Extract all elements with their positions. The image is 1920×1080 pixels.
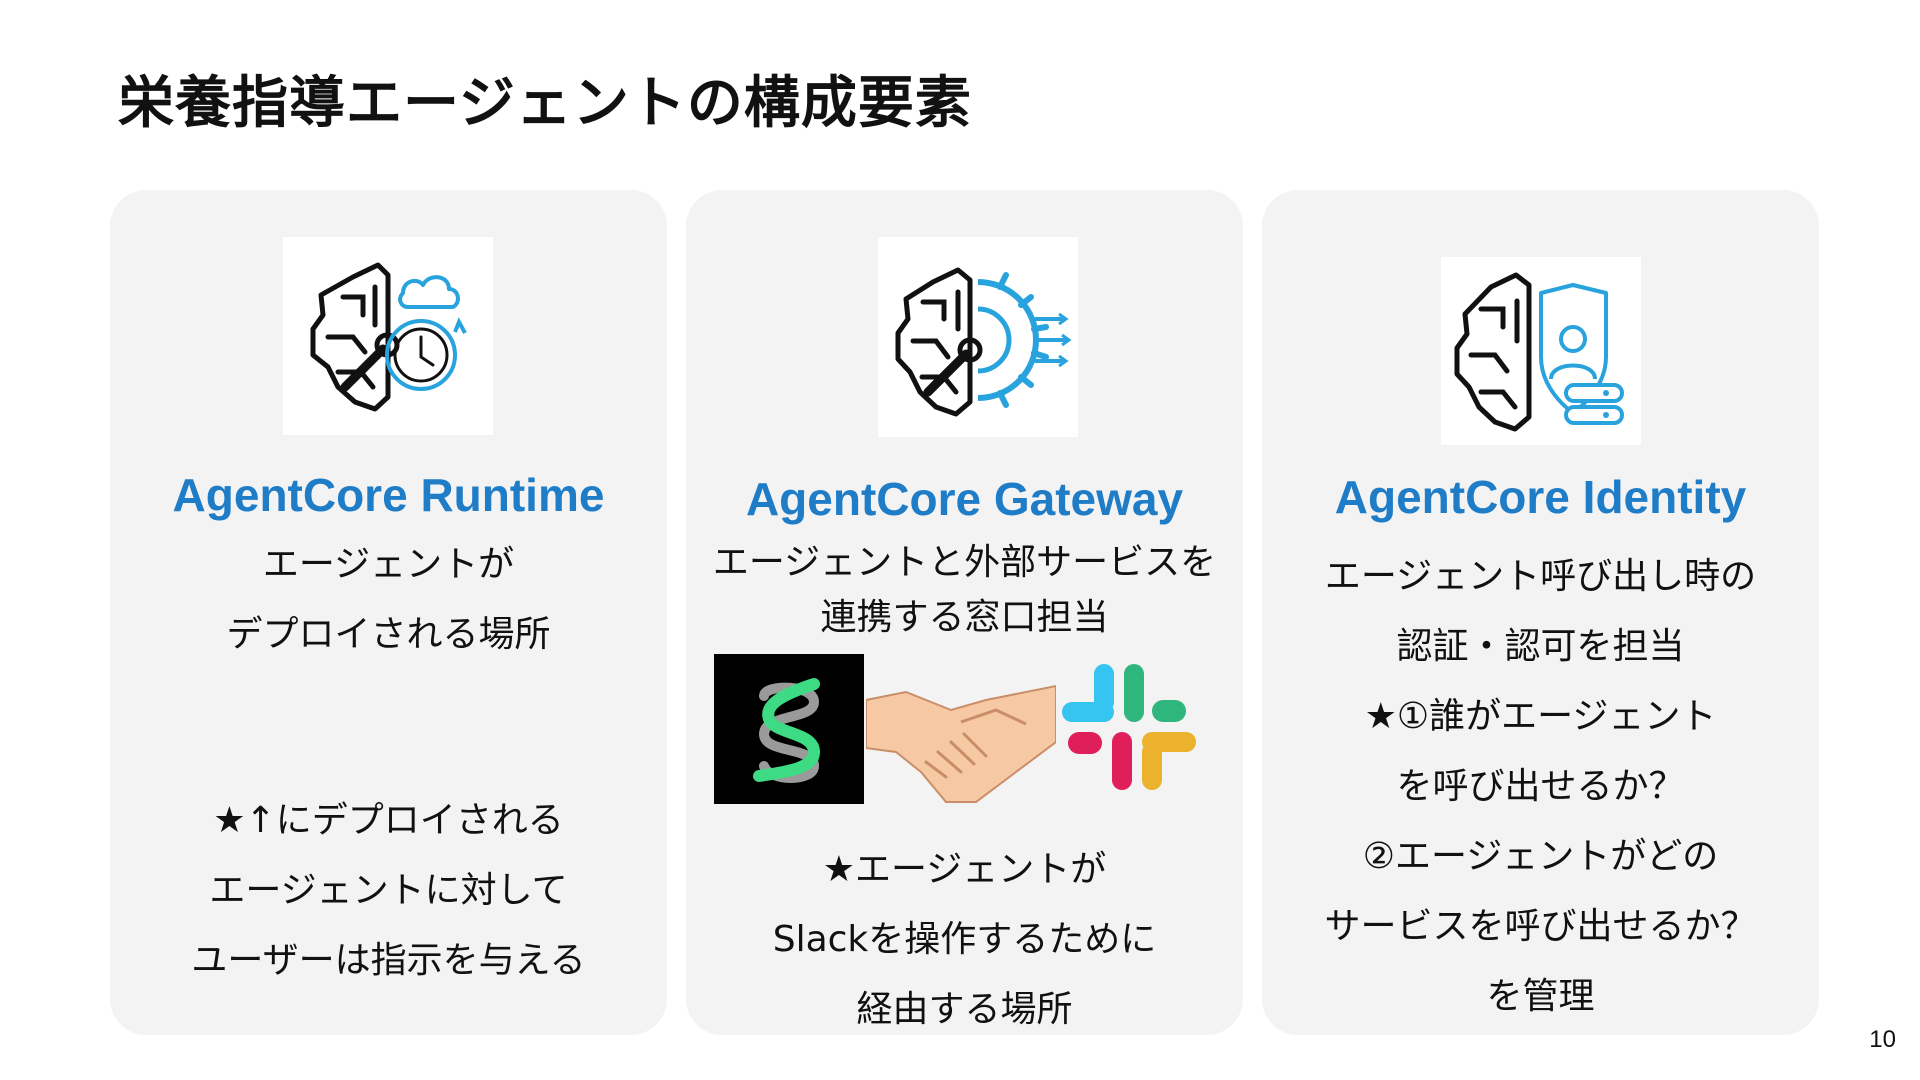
description-line: エージェントと外部サービスを (712, 542, 1217, 583)
description-line: サービスを呼び出せるか？ (1324, 906, 1757, 947)
card-identity: AgentCore Identity エージェント呼び出し時の 認証・認可を担当… (1262, 190, 1819, 1035)
description-line: を呼び出せるか？ (1396, 766, 1685, 807)
brain-cloud-clock-icon (283, 237, 493, 435)
card-note: ★エージェントが Slackを操作するために 経由する場所 (686, 835, 1243, 1045)
brain-shield-user-icon (1441, 257, 1641, 445)
note-line: ユーザーは指示を与える (191, 940, 586, 981)
slide-title: 栄養指導エージェントの構成要素 (118, 71, 972, 136)
integration-logos (686, 652, 1243, 822)
brain-gear-icon (878, 237, 1078, 437)
sumo-logic-logo (714, 654, 864, 804)
card-description: エージェントと外部サービスを 連携する窓口担当 (686, 535, 1243, 645)
note-line: エージェントに対して (209, 870, 568, 911)
card-title: AgentCore Identity (1334, 471, 1747, 523)
card-note: ★↑にデプロイされる エージェントに対して ユーザーは指示を与える (110, 786, 667, 996)
note-line: Slackを操作するために (772, 919, 1157, 960)
note-line: ★エージェントが (822, 849, 1107, 890)
card-gateway: AgentCore Gateway エージェントと外部サービスを 連携する窓口担… (686, 190, 1243, 1035)
description-line: を管理 (1486, 976, 1595, 1017)
description-line: エージェントが (262, 544, 515, 585)
handshake-image (865, 652, 1057, 822)
description-line: デプロイされる場所 (226, 614, 551, 655)
card-runtime: AgentCore Runtime エージェントが デプロイされる場所 ★↑にデ… (110, 190, 667, 1035)
card-description: エージェントが デプロイされる場所 (110, 530, 667, 670)
card-title: AgentCore Gateway (745, 473, 1184, 525)
description-line: エージェント呼び出し時の (1324, 556, 1757, 597)
description-line: 認証・認可を担当 (1396, 626, 1685, 667)
description-line: ②エージェントがどの (1362, 836, 1719, 877)
description-line: ★①誰がエージェント (1364, 696, 1717, 737)
page-number: 10 (1869, 1026, 1896, 1053)
description-line: 連携する窓口担当 (820, 597, 1109, 638)
card-title: AgentCore Runtime (172, 469, 605, 521)
slack-logo (1058, 662, 1198, 792)
note-line: ★↑にデプロイされる (213, 800, 564, 841)
card-description: エージェント呼び出し時の 認証・認可を担当 ★①誰がエージェント を呼び出せるか… (1262, 542, 1819, 1032)
note-line: 経由する場所 (856, 989, 1073, 1030)
